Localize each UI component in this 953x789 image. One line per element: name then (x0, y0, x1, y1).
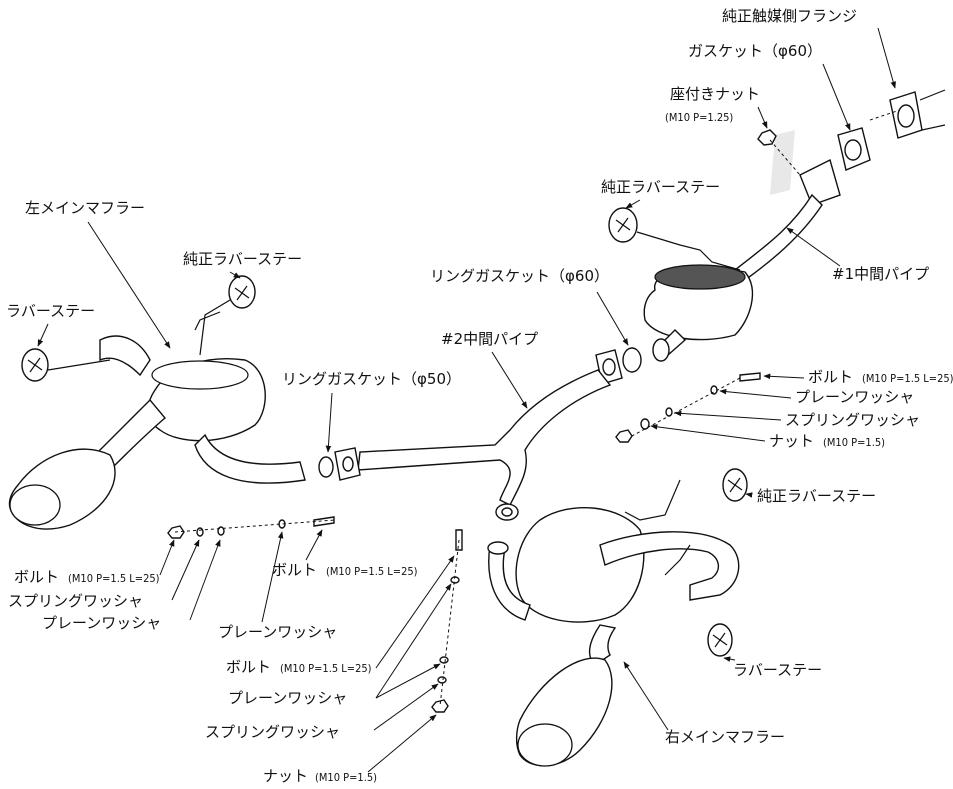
leader-spring-washer-l (171, 539, 200, 601)
label-rubber-stay-right: ラバーステー (733, 661, 822, 679)
leader-plain-washer-l (189, 539, 221, 621)
label-bolt-l: ボルト (14, 568, 59, 586)
leader-oem-rubber-stay-left (229, 271, 241, 279)
label-plain-washer-m: プレーンワッシャ (218, 623, 337, 641)
leader-bolt-b (375, 555, 455, 669)
label-bolt-r: ボルト (808, 368, 853, 386)
oem-flange-part (889, 89, 946, 139)
leader-ring-gasket-50 (325, 392, 333, 453)
label-oem-rubber-stay-top: 純正ラバーステー (601, 178, 720, 196)
leader-nut-r (650, 424, 766, 442)
label-plain-washer-b: プレーンワッシャ (228, 689, 347, 707)
label-nut-b-spec: (M10 P=1.5) (315, 771, 377, 784)
label-rubber-stay-left: ラバーステー (6, 302, 95, 320)
rubber-stay-left-part (21, 348, 111, 382)
label-oem-rubber-stay-left: 純正ラバーステー (183, 250, 302, 268)
fasteners (167, 372, 761, 713)
label-spring-washer-b: スプリングワッシャ (205, 723, 340, 741)
leader-pipe-2 (491, 351, 528, 409)
label-bolt-r-spec: (M10 P=1.5 L=25) (862, 372, 953, 385)
mid-pipe-1 (643, 130, 841, 362)
label-nut-r: ナット (769, 432, 814, 450)
leader-pipe-1 (786, 227, 841, 267)
leader-spring-washer-r (674, 410, 782, 421)
label-plain-washer-r: プレーンワッシャ (795, 388, 914, 406)
label-spring-washer-l: スプリングワッシャ (8, 592, 143, 610)
label-nut-b: ナット (263, 767, 308, 785)
label-seated-nut-spec: (M10 P=1.25) (665, 111, 733, 124)
leader-plain-washer-m (261, 531, 284, 623)
oem-rubber-stay-right-part (624, 468, 748, 521)
leader-oem-rubber-stay-right (745, 492, 753, 498)
leader-plain-washer-b (375, 583, 452, 699)
label-spring-washer-r: スプリングワッシャ (785, 411, 920, 429)
oem-rubber-stay-left-part (199, 275, 256, 356)
label-bolt-b-spec: (M10 P=1.5 L=25) (280, 662, 372, 675)
leader-nut-b (367, 714, 437, 773)
leader-rubber-stay-right (723, 656, 736, 662)
leader-spring-washer-b (373, 683, 439, 731)
label-oem-cat-flange: 純正触媒側フランジ (722, 7, 857, 25)
rubber-stay-right-part (664, 544, 733, 657)
label-bolt-l-spec: (M10 P=1.5 L=25) (68, 572, 160, 585)
leader-bolt-r (763, 373, 805, 380)
leader-plain-washer-b-2 (375, 663, 441, 699)
leader-right-main-muffler (623, 661, 669, 731)
leader-oem-cat-flange (877, 27, 896, 89)
leader-ring-gasket-60 (596, 291, 629, 346)
label-oem-rubber-stay-right: 純正ラバーステー (757, 487, 876, 505)
assembly-lines (174, 109, 901, 707)
gasket-60-part (837, 127, 871, 171)
label-left-main-muffler: 左メインマフラー (25, 199, 145, 217)
label-bolt-m-spec: (M10 P=1.5 L=25) (326, 565, 418, 578)
leader-gasket-60 (822, 63, 851, 131)
label-plain-washer-l: プレーンワッシャ (42, 614, 161, 632)
label-pipe-2: #2中間パイプ (441, 330, 538, 348)
label-gasket-60: ガスケット（φ60） (688, 42, 822, 60)
label-pipe-1: #1中間パイプ (832, 265, 929, 283)
leader-bolt-m (305, 529, 323, 561)
rubber-stay-top-right-part (608, 207, 741, 271)
label-right-main-muffler: 右メインマフラー (665, 728, 785, 746)
leader-bolt-l (159, 539, 175, 576)
seated-nut-part (757, 129, 777, 146)
mid-flange-part (495, 503, 519, 521)
leader-seated-nut (757, 106, 768, 129)
label-nut-r-spec: (M10 P=1.5) (823, 436, 885, 449)
label-bolt-m: ボルト (272, 561, 317, 579)
label-ring-gasket-60: リングガスケット（φ60） (430, 267, 609, 285)
leader-oem-rubber-stay-top (625, 199, 641, 209)
right-main-muffler-part (487, 507, 740, 767)
leader-left-main-muffler (87, 221, 171, 349)
mid-pipe-2 (334, 369, 612, 506)
leader-plain-washer-r (719, 388, 792, 399)
left-main-muffler-part (8, 311, 306, 530)
leader-rubber-stay-left (37, 323, 49, 347)
label-seated-nut: 座付きナット (670, 85, 760, 103)
label-ring-gasket-50: リングガスケット（φ50） (282, 370, 461, 388)
ring-gasket-50-part (318, 456, 334, 478)
label-bolt-b: ボルト (226, 658, 271, 676)
